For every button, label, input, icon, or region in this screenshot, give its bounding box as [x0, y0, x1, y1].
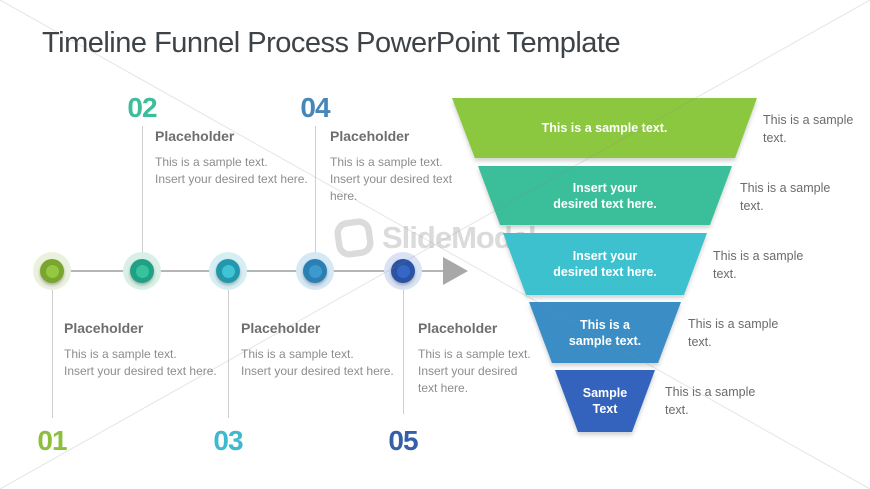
- funnel-segment-shape: This is a sample text.: [452, 98, 757, 158]
- milestone-text-05: Placeholder This is a sample text. Inser…: [418, 320, 536, 397]
- dot-core: [396, 264, 410, 278]
- funnel-segment-label: This is a sample text.: [568, 317, 642, 348]
- milestone-dot-05: [384, 252, 422, 290]
- connector-04: [315, 126, 316, 253]
- funnel-segment-label: This is a sample text.: [541, 121, 668, 135]
- milestone-body: This is a sample text. Insert your desir…: [155, 155, 308, 186]
- dot-core: [135, 264, 149, 278]
- funnel-segment-label: Sample Text: [582, 386, 628, 416]
- funnel-side-label-4: This is a sample text.: [688, 317, 779, 349]
- milestone-heading: Placeholder: [64, 320, 144, 336]
- milestone-number-02: 02: [127, 92, 157, 123]
- milestone-dot-03: [209, 252, 247, 290]
- dot-core: [45, 264, 59, 278]
- milestone-heading: Placeholder: [241, 320, 321, 336]
- milestone-heading: Placeholder: [330, 128, 410, 144]
- milestone-text-01: Placeholder This is a sample text. Inser…: [64, 320, 236, 380]
- milestone-number-04: 04: [300, 92, 330, 123]
- funnel-segment-1: This is a sample text.: [452, 98, 757, 158]
- milestone-text-04: Placeholder This is a sample text. Inser…: [330, 128, 458, 205]
- connector-03: [228, 290, 229, 418]
- funnel-segment-2: Insert your desired text here.: [478, 166, 732, 225]
- connector-05: [403, 290, 404, 414]
- milestone-body: This is a sample text. Insert your desir…: [64, 347, 217, 378]
- milestone-body: This is a sample text. Insert your desir…: [418, 347, 531, 395]
- milestone-text-02: Placeholder This is a sample text. Inser…: [155, 128, 327, 188]
- milestone-heading: Placeholder: [418, 320, 498, 336]
- dot-core: [308, 264, 322, 278]
- milestone-dot-04: [296, 252, 334, 290]
- milestone-dot-02: [123, 252, 161, 290]
- milestone-dot-01: [33, 252, 71, 290]
- dot-core: [221, 264, 235, 278]
- funnel-segment-shape: This is a sample text.: [529, 302, 681, 363]
- funnel-side-label-5: This is a sample text.: [665, 385, 756, 417]
- funnel-segment-5: Sample Text: [555, 370, 655, 432]
- milestone-number-03: 03: [213, 425, 243, 456]
- milestone-body: This is a sample text. Insert your desir…: [330, 155, 453, 203]
- connector-02: [142, 126, 143, 253]
- connector-01: [52, 290, 53, 418]
- funnel-segment-shape: Insert your desired text here.: [478, 166, 732, 225]
- funnel-segment-label: Insert your desired text here.: [553, 180, 657, 211]
- milestone-text-03: Placeholder This is a sample text. Inser…: [241, 320, 413, 380]
- funnel-segment-shape: Sample Text: [555, 370, 655, 432]
- funnel-side-label-2: This is a sample text.: [740, 181, 831, 213]
- milestone-body: This is a sample text. Insert your desir…: [241, 347, 394, 378]
- funnel-segment-label: Insert your desired text here.: [553, 249, 657, 279]
- funnel-segment-3: Insert your desired text here.: [503, 233, 707, 295]
- milestone-heading: Placeholder: [155, 128, 235, 144]
- timeline-axis: [52, 270, 444, 272]
- funnel-side-label-3: This is a sample text.: [713, 249, 804, 281]
- milestone-number-01: 01: [37, 425, 67, 456]
- milestone-number-05: 05: [388, 425, 418, 456]
- timeline-arrow-icon: [443, 257, 468, 285]
- slidemodel-logo-icon: [334, 218, 374, 258]
- funnel-segment-shape: Insert your desired text here.: [503, 233, 707, 295]
- funnel-segment-4: This is a sample text.: [529, 302, 681, 363]
- funnel-side-label-1: This is a sample text.: [763, 113, 854, 145]
- page-title: Timeline Funnel Process PowerPoint Templ…: [42, 27, 621, 59]
